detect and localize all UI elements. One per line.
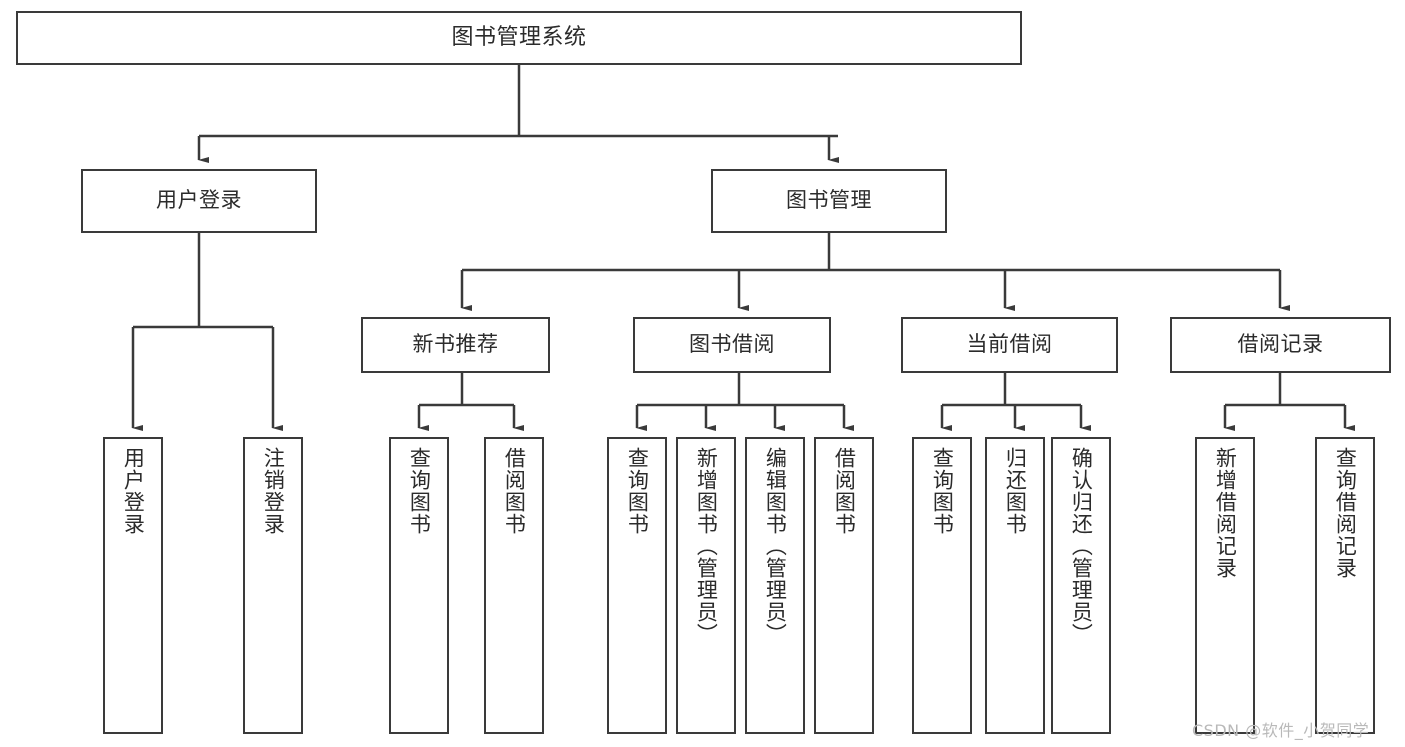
leaf-query-book-bw-label: 查询图书 xyxy=(625,447,650,535)
node-book-borrow[interactable]: 图书借阅 xyxy=(633,317,831,373)
leaf-edit-book-admin-label: 编辑图书（管理员） xyxy=(763,447,788,645)
leaf-add-borrow-record-label: 新增借阅记录 xyxy=(1213,447,1238,579)
node-book-management-label: 图书管理 xyxy=(786,188,872,213)
node-borrow-record-label: 借阅记录 xyxy=(1237,332,1324,357)
leaf-user-login-label: 用户登录 xyxy=(121,447,146,535)
node-user-login[interactable]: 用户登录 xyxy=(81,169,317,233)
watermark-text: CSDN @软件_小贺同学 xyxy=(1192,721,1370,740)
node-current-borrow-label: 当前借阅 xyxy=(966,332,1053,357)
leaf-query-book-cb-label: 查询图书 xyxy=(930,447,955,535)
leaf-borrow-book-bw-label: 借阅图书 xyxy=(832,447,857,535)
leaf-borrow-book-nb[interactable]: 借阅图书 xyxy=(484,437,544,734)
node-root-label: 图书管理系统 xyxy=(451,24,587,50)
node-book-borrow-label: 图书借阅 xyxy=(689,332,775,357)
node-borrow-record[interactable]: 借阅记录 xyxy=(1170,317,1391,373)
leaf-logout[interactable]: 注销登录 xyxy=(243,437,303,734)
leaf-add-borrow-record[interactable]: 新增借阅记录 xyxy=(1195,437,1255,734)
node-book-management[interactable]: 图书管理 xyxy=(711,169,947,233)
leaf-confirm-return-admin-label: 确认归还（管理员） xyxy=(1069,447,1094,645)
leaf-edit-book-admin[interactable]: 编辑图书（管理员） xyxy=(745,437,805,734)
leaf-confirm-return-admin[interactable]: 确认归还（管理员） xyxy=(1051,437,1111,734)
node-root[interactable]: 图书管理系统 xyxy=(16,11,1022,65)
node-new-book-recommend-label: 新书推荐 xyxy=(412,332,499,357)
leaf-return-book[interactable]: 归还图书 xyxy=(985,437,1045,734)
leaf-query-book-bw[interactable]: 查询图书 xyxy=(607,437,667,734)
leaf-logout-label: 注销登录 xyxy=(261,447,286,535)
leaf-user-login[interactable]: 用户登录 xyxy=(103,437,163,734)
leaf-query-borrow-record-label: 查询借阅记录 xyxy=(1333,447,1358,579)
leaf-return-book-label: 归还图书 xyxy=(1003,447,1028,535)
node-current-borrow[interactable]: 当前借阅 xyxy=(901,317,1118,373)
node-user-login-label: 用户登录 xyxy=(156,188,242,213)
node-new-book-recommend[interactable]: 新书推荐 xyxy=(361,317,550,373)
leaf-query-book-cb[interactable]: 查询图书 xyxy=(912,437,972,734)
leaf-add-book-admin[interactable]: 新增图书（管理员） xyxy=(676,437,736,734)
leaf-query-book-nb-label: 查询图书 xyxy=(407,447,432,535)
leaf-borrow-book-bw[interactable]: 借阅图书 xyxy=(814,437,874,734)
leaf-query-borrow-record[interactable]: 查询借阅记录 xyxy=(1315,437,1375,734)
leaf-add-book-admin-label: 新增图书（管理员） xyxy=(694,447,719,645)
leaf-query-book-nb[interactable]: 查询图书 xyxy=(389,437,449,734)
leaf-borrow-book-nb-label: 借阅图书 xyxy=(502,447,527,535)
